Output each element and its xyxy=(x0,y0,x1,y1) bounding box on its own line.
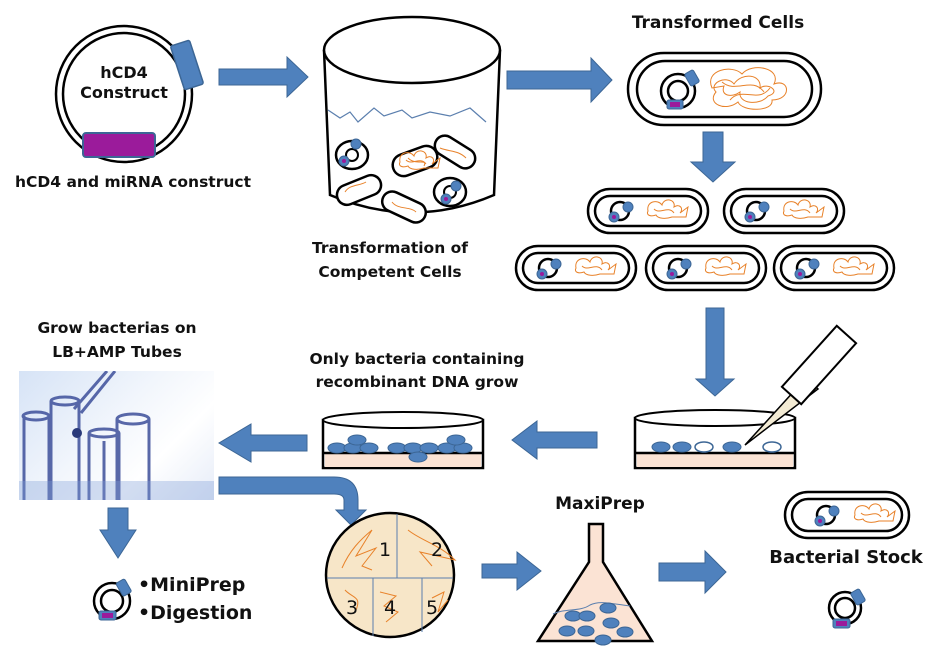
sector-label-1: 1 xyxy=(379,539,392,561)
hcd4-construct-plasmid xyxy=(54,24,204,164)
sector-label-5: 5 xyxy=(426,597,439,619)
transformed-cells-title: Transformed Cells xyxy=(631,13,805,33)
analysis-item-miniprep: •MiniPrep xyxy=(138,574,246,596)
sector-label-4: 4 xyxy=(384,597,397,619)
water-line xyxy=(327,107,487,123)
sector-label-3: 3 xyxy=(346,597,359,619)
arrow-left-2 xyxy=(218,423,308,463)
transformed-cell-large xyxy=(626,51,823,127)
mirna-insert xyxy=(82,132,156,158)
cell xyxy=(516,246,636,290)
grow-caption-line1: Grow bacterias on xyxy=(37,319,197,337)
transformation-caption-line2: Competent Cells xyxy=(318,263,462,282)
gene-segment xyxy=(170,39,204,91)
arrow-down-3 xyxy=(99,507,137,559)
arrow-down-1 xyxy=(689,131,737,183)
cell xyxy=(724,189,844,233)
cell xyxy=(774,246,894,290)
bacterial-stock-title: Bacterial Stock xyxy=(769,547,923,568)
streak-plate xyxy=(324,511,457,639)
cell xyxy=(646,246,766,290)
construct-label-line1: hCD4 xyxy=(100,63,148,82)
maxiprep-flask xyxy=(535,522,655,646)
grow-caption-line2: LB+AMP Tubes xyxy=(52,343,182,362)
transformation-caption: Transformation of Competent Cells xyxy=(300,236,480,284)
construct-caption: hCD4 and miRNA construct xyxy=(15,173,251,191)
plating-petri-dish xyxy=(633,324,858,470)
transformation-caption-line1: Transformation of xyxy=(311,239,469,257)
arrow-right-4 xyxy=(658,549,727,595)
selection-caption-line1: Only bacteria containing xyxy=(309,350,525,368)
bacterial-stock-cell xyxy=(783,490,911,540)
cell xyxy=(588,189,708,233)
selection-caption-line2: recombinant DNA grow xyxy=(315,373,519,392)
sector-label-2: 2 xyxy=(431,539,444,561)
construct-label-line2: Construct xyxy=(80,83,168,102)
analysis-item-digestion: •Digestion xyxy=(138,601,253,624)
arrow-left-1 xyxy=(511,419,598,461)
arrow-right-3 xyxy=(481,550,542,592)
miniprep-plasmid xyxy=(92,578,132,621)
arrow-right-1 xyxy=(218,55,309,99)
arrow-bent xyxy=(218,476,368,526)
transformation-beaker xyxy=(322,15,502,224)
multiplied-cells xyxy=(516,189,894,290)
grow-caption: Grow bacterias on LB+AMP Tubes xyxy=(22,316,212,364)
selection-caption: Only bacteria containing recombinant DNA… xyxy=(297,348,537,395)
maxiprep-title: MaxiPrep xyxy=(555,494,645,514)
pipette-icon xyxy=(744,324,858,446)
bacterial-stock-plasmid xyxy=(827,588,866,629)
test-tubes-photo xyxy=(19,371,214,500)
arrow-right-2 xyxy=(506,56,613,104)
selection-petri-dish xyxy=(321,411,485,470)
construct-inner-label: hCD4 Construct xyxy=(72,63,176,103)
analysis-list: •MiniPrep •Digestion xyxy=(138,572,252,627)
arrow-down-2 xyxy=(694,307,736,397)
